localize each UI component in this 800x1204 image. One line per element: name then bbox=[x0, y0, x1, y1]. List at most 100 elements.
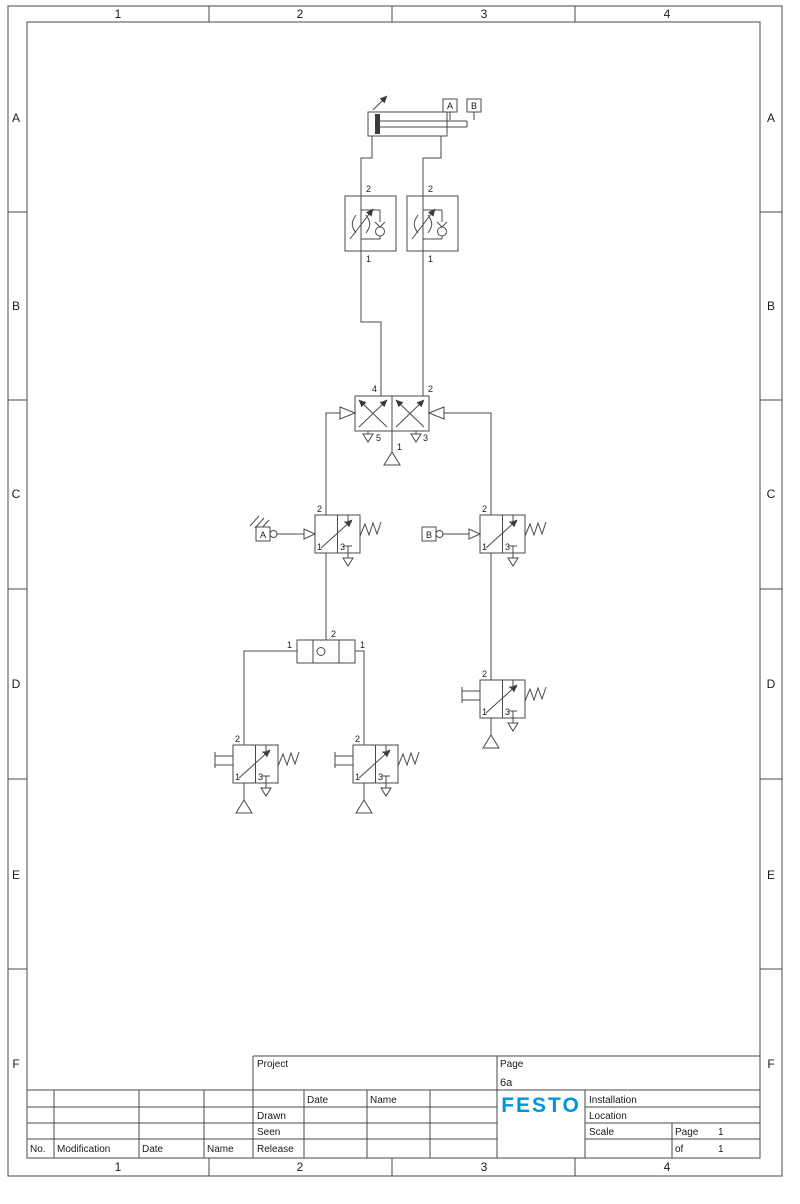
frame-row-label: B bbox=[767, 299, 775, 313]
port-label: 2 bbox=[482, 669, 487, 679]
port-label: 1 bbox=[482, 707, 487, 717]
valve-5-2-double-pilot[interactable]: 4 2 5 3 1 bbox=[339, 384, 445, 466]
connection-lines[interactable] bbox=[243, 136, 492, 745]
port-label: 3 bbox=[378, 772, 383, 782]
frame-row-label: D bbox=[12, 677, 21, 691]
motion-arrow-icon bbox=[372, 95, 388, 111]
port-label: 1 bbox=[428, 254, 433, 264]
valve-3-2-bottom-left[interactable]: 2 1 3 bbox=[214, 734, 299, 814]
frame-col-label: 1 bbox=[115, 1160, 122, 1174]
frame-col-label: 4 bbox=[664, 1160, 671, 1174]
connection-line bbox=[362, 650, 365, 745]
frame-col-label: 3 bbox=[481, 7, 488, 21]
double-acting-cylinder[interactable] bbox=[367, 95, 468, 137]
port-label: 1 bbox=[235, 772, 240, 782]
port-label: 3 bbox=[340, 542, 345, 552]
seen-label: Seen bbox=[257, 1127, 280, 1138]
port-label: 2 bbox=[428, 384, 433, 394]
port-label: 3 bbox=[505, 542, 510, 552]
frame-row-label: D bbox=[767, 677, 776, 691]
page-small-label: Page bbox=[675, 1127, 699, 1138]
position-marker-b-label: B bbox=[471, 101, 477, 111]
connection-line bbox=[243, 650, 290, 745]
position-marker-a-label: A bbox=[447, 101, 453, 111]
port-label: 2 bbox=[331, 629, 336, 639]
port-label: 1 bbox=[482, 542, 487, 552]
name-column-label: Name bbox=[370, 1095, 397, 1106]
air-supply-icon bbox=[482, 734, 500, 749]
connection-line bbox=[422, 136, 442, 196]
date-column-label: Date bbox=[307, 1095, 329, 1106]
connection-line bbox=[360, 136, 373, 196]
connection-line bbox=[444, 412, 492, 515]
page-value: 6a bbox=[500, 1077, 513, 1089]
valve-3-2-bottom-center[interactable]: 2 1 3 bbox=[334, 734, 419, 814]
air-supply-icon bbox=[235, 799, 253, 814]
of-label: of bbox=[675, 1144, 684, 1155]
exhaust-icon bbox=[362, 433, 374, 443]
port-label: 2 bbox=[482, 504, 487, 514]
connection-line bbox=[325, 412, 340, 515]
pneumatic-circuit: A B 2 1 2 1 bbox=[214, 95, 546, 814]
modification-column-label: Modification bbox=[57, 1144, 110, 1155]
valve-3-2-signal-a[interactable]: A 2 1 3 bbox=[249, 504, 381, 566]
port-label: 3 bbox=[505, 707, 510, 717]
pilot-icon bbox=[303, 528, 317, 540]
frame-row-label: C bbox=[12, 487, 21, 501]
release-label: Release bbox=[257, 1144, 294, 1155]
frame-row-label: A bbox=[12, 111, 20, 125]
port-label: 3 bbox=[258, 772, 263, 782]
air-supply-icon bbox=[355, 799, 373, 814]
distance-rule[interactable]: A B bbox=[442, 98, 482, 120]
flow-control-valve-left[interactable]: 2 1 bbox=[345, 184, 396, 264]
port-label: 1 bbox=[366, 254, 371, 264]
location-label: Location bbox=[589, 1111, 627, 1122]
pilot-right-icon bbox=[427, 406, 445, 420]
port-label: 1 bbox=[360, 640, 365, 650]
frame-col-label: 4 bbox=[664, 7, 671, 21]
port-label: 2 bbox=[317, 504, 322, 514]
port-label: 1 bbox=[317, 542, 322, 552]
frame-row-label: E bbox=[12, 868, 20, 882]
port-label: 1 bbox=[397, 442, 402, 452]
port-label: 1 bbox=[287, 640, 292, 650]
flow-control-valve-right[interactable]: 2 1 bbox=[407, 184, 458, 264]
signal-tag-b: B bbox=[426, 530, 432, 540]
port-label: 5 bbox=[376, 433, 381, 443]
of-number-value: 1 bbox=[718, 1144, 724, 1155]
frame-col-label: 3 bbox=[481, 1160, 488, 1174]
page-label: Page bbox=[500, 1059, 524, 1070]
name-column2-label: Name bbox=[207, 1144, 234, 1155]
shuttle-valve[interactable]: 2 1 1 bbox=[287, 629, 365, 664]
port-label: 3 bbox=[423, 433, 428, 443]
frame-col-label: 2 bbox=[297, 7, 304, 21]
port-label: 2 bbox=[366, 184, 371, 194]
port-label: 1 bbox=[355, 772, 360, 782]
frame-col-label: 1 bbox=[115, 7, 122, 21]
festo-logo: FESTO bbox=[501, 1094, 581, 1117]
port-label: 2 bbox=[355, 734, 360, 744]
pilot-icon bbox=[468, 528, 482, 540]
no-column-label: No. bbox=[30, 1144, 46, 1155]
signal-tag-a: A bbox=[260, 530, 266, 540]
air-supply-icon bbox=[383, 451, 401, 466]
frame-row-label: C bbox=[767, 487, 776, 501]
frame-row-label: F bbox=[767, 1057, 774, 1071]
scale-label: Scale bbox=[589, 1127, 614, 1138]
pilot-left-icon bbox=[339, 406, 357, 420]
date-column2-label: Date bbox=[142, 1144, 164, 1155]
project-label: Project bbox=[257, 1059, 288, 1070]
frame-row-label: B bbox=[12, 299, 20, 313]
valve-3-2-right[interactable]: 2 1 3 bbox=[461, 669, 546, 749]
frame-row-label: F bbox=[12, 1057, 19, 1071]
port-label: 4 bbox=[372, 384, 377, 394]
port-label: 2 bbox=[235, 734, 240, 744]
frame-col-label: 2 bbox=[297, 1160, 304, 1174]
connection-line bbox=[360, 251, 382, 396]
installation-label: Installation bbox=[589, 1095, 637, 1106]
valve-3-2-signal-b[interactable]: B 2 1 3 bbox=[421, 504, 546, 566]
page-number-value: 1 bbox=[718, 1127, 724, 1138]
exhaust-icon bbox=[410, 433, 422, 443]
